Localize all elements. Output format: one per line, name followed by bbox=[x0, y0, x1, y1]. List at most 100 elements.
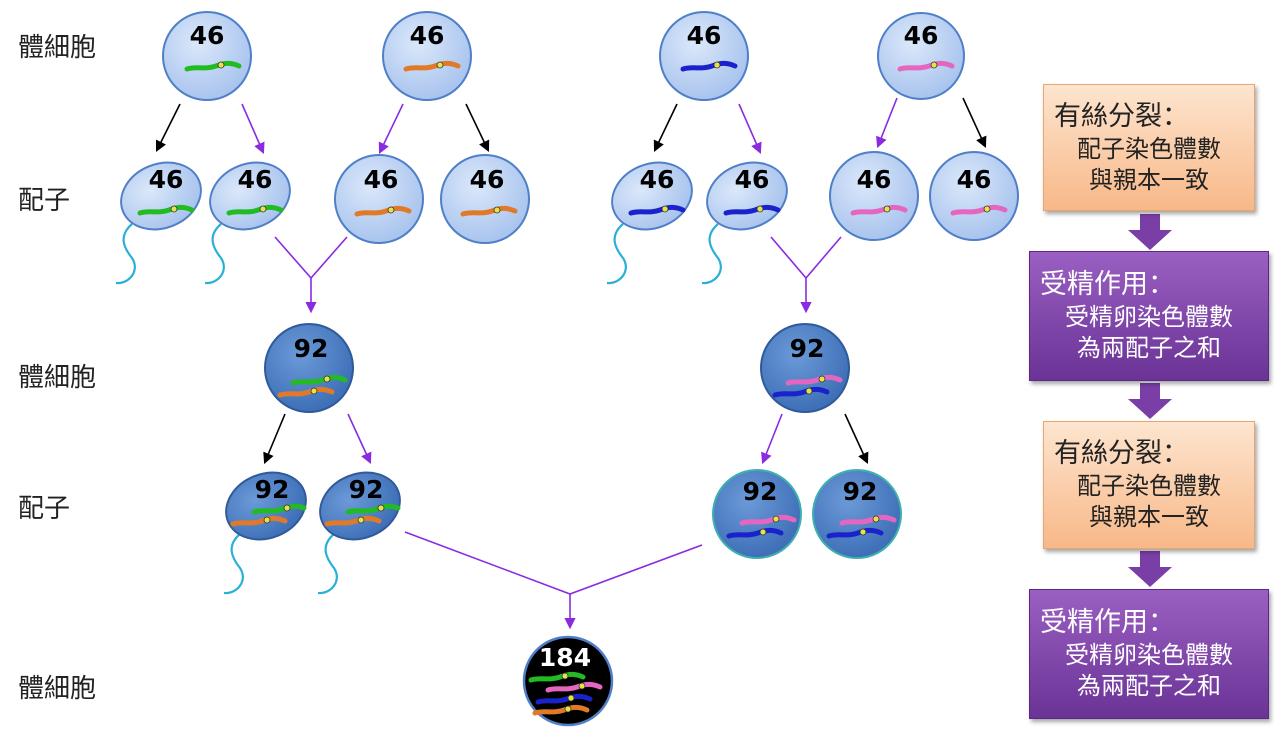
arrow-black bbox=[653, 103, 678, 153]
zygote-gen2-right: 92 bbox=[760, 323, 850, 413]
cell-count: 92 bbox=[294, 334, 329, 363]
centromere bbox=[170, 205, 178, 213]
centromere bbox=[930, 61, 938, 69]
chromosome-orange bbox=[230, 515, 288, 527]
egg-gen1-orange-a: 46 bbox=[334, 154, 424, 244]
cell-gen1-parent-green: 46 bbox=[162, 11, 252, 101]
cell-count: 92 bbox=[743, 477, 778, 506]
centromere bbox=[377, 504, 385, 512]
centromere bbox=[772, 515, 780, 523]
note-line: 為兩配子之和 bbox=[1077, 672, 1221, 700]
centromere bbox=[561, 672, 569, 680]
chromosome-blue bbox=[826, 527, 884, 539]
note-fertilization: 受精作用： 受精卵染色體數 為兩配子之和 bbox=[1029, 589, 1269, 719]
chromosome-pink bbox=[739, 514, 797, 526]
note-line: 受精卵染色體數 bbox=[1065, 303, 1233, 331]
cell-count: 92 bbox=[790, 334, 825, 363]
note-title: 受精作用： bbox=[1040, 607, 1175, 638]
note-line: 與親本一致 bbox=[1089, 165, 1209, 194]
centromere bbox=[805, 387, 813, 395]
note-title: 有絲分裂： bbox=[1054, 100, 1189, 132]
chromosome-pink bbox=[545, 681, 603, 693]
centromere bbox=[263, 516, 271, 524]
chromosome-orange bbox=[277, 386, 335, 398]
centromere bbox=[357, 516, 365, 524]
sperm-tail bbox=[701, 223, 722, 285]
egg-gen1-pink-b: 46 bbox=[929, 151, 1019, 241]
merge-arrow bbox=[274, 236, 348, 280]
centromere bbox=[259, 205, 267, 213]
arrow-black bbox=[844, 413, 869, 465]
egg-gen2-right-b: 92 bbox=[812, 469, 902, 559]
chromosome-orange bbox=[532, 704, 590, 716]
flow-down-arrow bbox=[1128, 214, 1172, 250]
cell-count: 46 bbox=[364, 165, 399, 194]
chromosome-blue bbox=[726, 527, 784, 539]
sperm-gen2-left-a: 92 bbox=[223, 471, 307, 595]
cell-count: 46 bbox=[410, 21, 445, 50]
chromosome-green bbox=[184, 60, 242, 72]
note-line: 與親本一致 bbox=[1089, 503, 1209, 531]
chromosome-pink bbox=[839, 514, 897, 526]
arrow-black bbox=[962, 97, 987, 149]
cell-gen1-parent-blue: 46 bbox=[659, 11, 749, 101]
flow-down-arrow bbox=[1128, 551, 1172, 587]
row-label-somatic: 體細胞 bbox=[18, 33, 97, 63]
note-title: 有絲分裂： bbox=[1054, 438, 1189, 469]
centromere bbox=[217, 61, 225, 69]
chromosome-orange bbox=[460, 205, 518, 217]
arrow-purple bbox=[761, 413, 783, 465]
chromosome-orange bbox=[324, 515, 382, 527]
note-mitosis: 有絲分裂： 配子染色體數 與親本一致 bbox=[1043, 421, 1255, 549]
sperm-tail bbox=[606, 223, 627, 285]
arrow-black bbox=[263, 413, 286, 465]
cell-gen1-parent-pink: 46 bbox=[877, 12, 965, 100]
egg-gen1-orange-b: 46 bbox=[440, 154, 530, 244]
sperm-gen1-green-a: 46 bbox=[115, 161, 202, 285]
arrow-purple bbox=[738, 103, 762, 155]
centromere bbox=[436, 61, 444, 69]
chromosome-pink bbox=[785, 374, 843, 386]
flow-arrows bbox=[1128, 214, 1172, 587]
egg-gen2-right-a: 92 bbox=[712, 469, 802, 559]
merge-arrow bbox=[770, 236, 842, 280]
row-label-somatic: 體細胞 bbox=[18, 674, 97, 704]
cell-count: 92 bbox=[255, 475, 290, 504]
cell-count: 46 bbox=[640, 165, 675, 194]
cell-count: 46 bbox=[238, 165, 273, 194]
centromere bbox=[567, 694, 575, 702]
chromosome-blue bbox=[628, 204, 686, 216]
chromosome-green bbox=[345, 503, 401, 515]
row-label-gamete: 配子 bbox=[18, 186, 71, 216]
cell-count: 46 bbox=[735, 165, 770, 194]
centromere bbox=[859, 528, 867, 536]
centromere bbox=[818, 375, 826, 383]
egg-gen1-pink-a: 46 bbox=[829, 151, 919, 241]
cell-count: 46 bbox=[857, 165, 892, 194]
chromosome-green bbox=[226, 204, 284, 216]
zygote-gen2-left: 92 bbox=[264, 323, 354, 413]
cell-count: 46 bbox=[687, 21, 722, 50]
centromere bbox=[564, 705, 572, 713]
chromosome-pink bbox=[897, 60, 955, 72]
cell-count: 46 bbox=[190, 21, 225, 50]
sperm-tail bbox=[223, 533, 244, 595]
arrow-purple bbox=[241, 103, 265, 155]
arrow-purple bbox=[347, 413, 372, 465]
note-fertilization: 受精作用： 受精卵染色體數 為兩配子之和 bbox=[1029, 251, 1269, 381]
cell-gen1-parent-orange: 46 bbox=[382, 11, 472, 101]
chromosome-pink bbox=[850, 204, 908, 216]
flow-down-arrow bbox=[1128, 383, 1172, 419]
cell-count: 46 bbox=[904, 21, 939, 50]
centromere bbox=[578, 682, 586, 690]
note-line: 受精卵染色體數 bbox=[1065, 641, 1233, 669]
sperm-gen1-green-b: 46 bbox=[204, 161, 291, 285]
centromere bbox=[872, 515, 880, 523]
row-label-somatic: 體細胞 bbox=[18, 363, 97, 393]
note-line: 配子染色體數 bbox=[1077, 134, 1221, 163]
note-line: 為兩配子之和 bbox=[1077, 334, 1221, 362]
cell-count: 46 bbox=[470, 165, 505, 194]
sperm-gen2-left-b: 92 bbox=[317, 471, 401, 595]
centromere bbox=[759, 528, 767, 536]
